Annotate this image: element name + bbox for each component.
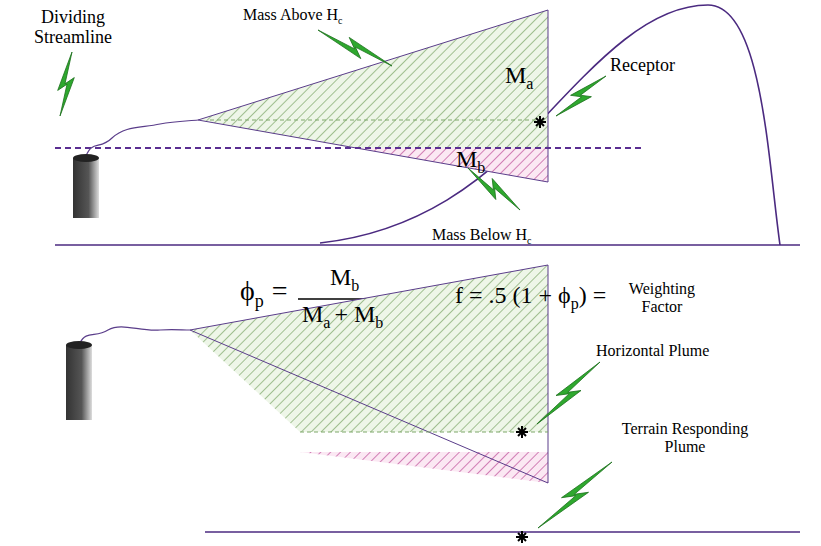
dividing-streamline bbox=[55, 147, 645, 149]
subscript: p bbox=[255, 291, 264, 311]
receptor-star bbox=[516, 531, 528, 543]
formula-row: Mass Above Hc bbox=[243, 6, 343, 26]
subscript: b bbox=[351, 277, 359, 294]
plume-rise bbox=[80, 327, 190, 343]
leader-bolt bbox=[318, 30, 392, 66]
plume-outline bbox=[198, 10, 548, 182]
leader-bolt bbox=[538, 462, 612, 528]
leader-bolt bbox=[58, 52, 75, 116]
leader-bolt bbox=[556, 76, 606, 116]
formula-text: M bbox=[505, 62, 526, 88]
receptor-star bbox=[516, 426, 528, 438]
formula-row: ϕp = bbox=[240, 276, 288, 311]
leader-bolt bbox=[537, 362, 600, 424]
ground-line bbox=[55, 244, 800, 246]
formula-text: f = .5 (1 + ϕ bbox=[455, 282, 571, 308]
formula-text: ϕ bbox=[240, 275, 255, 306]
formula-text: + M bbox=[334, 301, 375, 327]
stack bbox=[73, 158, 99, 218]
mass-above-region bbox=[198, 10, 548, 148]
callout-label: Weighting Factor bbox=[620, 280, 704, 315]
stack-top bbox=[66, 341, 92, 349]
formula-text: M bbox=[302, 301, 323, 327]
callout-label: Terrain Responding Plume bbox=[600, 420, 770, 455]
formula-text: ) = bbox=[579, 282, 607, 308]
formula-text: M bbox=[330, 264, 351, 290]
plume-rise bbox=[86, 120, 198, 156]
receptor-star bbox=[534, 116, 546, 128]
formula-text: M bbox=[456, 146, 477, 172]
subscript: c bbox=[527, 235, 531, 246]
formula-row: Ma+ Mb bbox=[302, 301, 383, 331]
ground-line bbox=[205, 531, 800, 533]
stack bbox=[66, 345, 92, 420]
subscript: a bbox=[526, 75, 533, 92]
subscript: a bbox=[323, 314, 330, 331]
leader-bolt bbox=[468, 168, 520, 210]
plume-centerline bbox=[210, 120, 540, 121]
formula-row: Mass Below Hc bbox=[432, 226, 532, 246]
formula-text: Mass Below H bbox=[432, 226, 527, 243]
formula-text: Mass Above H bbox=[243, 6, 338, 23]
subscript: c bbox=[338, 15, 342, 26]
formula-row: f = .5 (1 + ϕp) = bbox=[455, 282, 606, 312]
formula-text: = bbox=[272, 275, 288, 306]
plume-centerline bbox=[300, 432, 548, 433]
subscript: b bbox=[375, 314, 383, 331]
callout-label: Receptor bbox=[610, 56, 675, 76]
subscript: p bbox=[571, 295, 579, 312]
callout-label: Dividing Streamline bbox=[18, 8, 128, 48]
subscript: b bbox=[477, 159, 485, 176]
formula-row: Mb bbox=[330, 264, 359, 294]
callout-label: Horizontal Plume bbox=[596, 342, 709, 360]
formula-row: Ma bbox=[505, 62, 533, 92]
formula-row: Mb bbox=[456, 146, 485, 176]
stack-top bbox=[73, 154, 99, 162]
